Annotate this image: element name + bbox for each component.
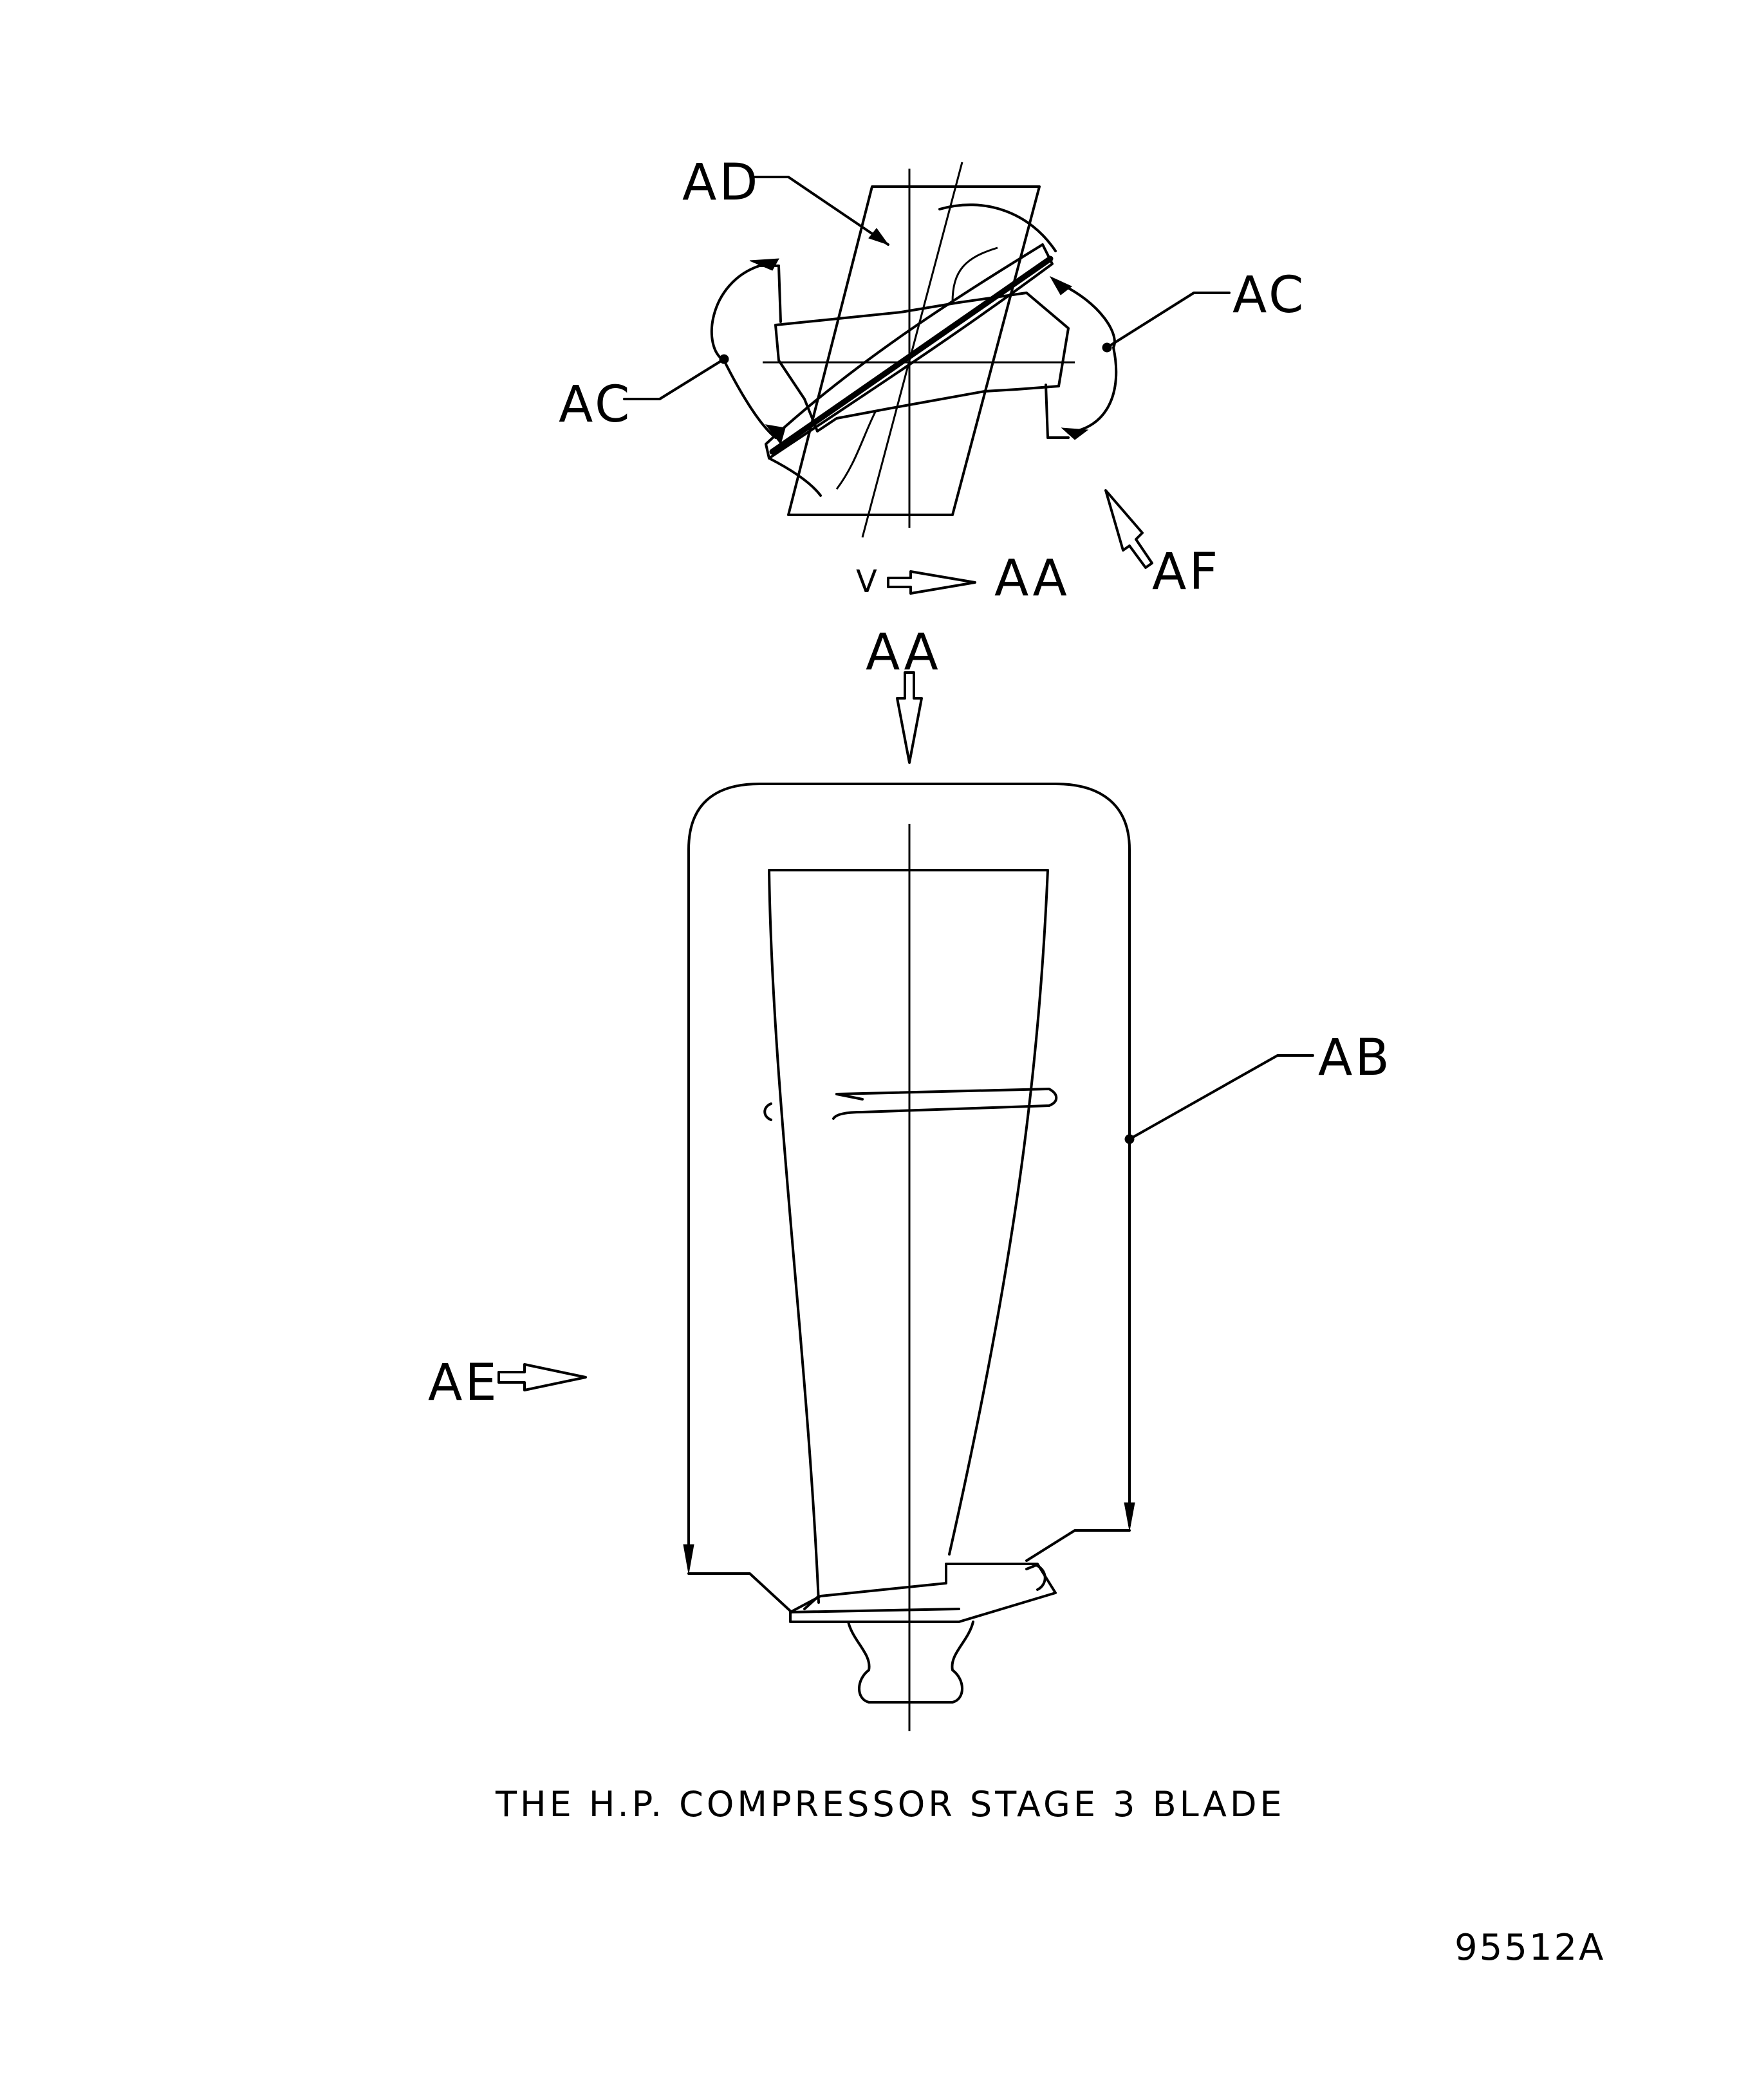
- label-aa-top: AA: [866, 624, 941, 682]
- span-bracket-right-arrowhead: [1124, 1502, 1135, 1531]
- tip-view-right-angle-arc: [1057, 282, 1118, 434]
- tip-view-airfoil-left-tail: [768, 457, 822, 497]
- ad-leader: [752, 176, 889, 246]
- label-ad: AD: [682, 154, 760, 212]
- tip-view-left-arc-arrowhead-bottom: [765, 424, 786, 445]
- blade-root: [847, 1621, 974, 1704]
- tip-view-stacking-line: [861, 162, 963, 538]
- blade-platform-lip: [1025, 1564, 1046, 1591]
- label-ac-right: AC: [1232, 266, 1306, 324]
- label-aa-side: AA: [994, 550, 1070, 608]
- tip-view-frame: [787, 185, 1041, 516]
- blade-airfoil-outline: [768, 869, 1049, 1604]
- ac-right-leader: [1106, 292, 1231, 349]
- span-bracket: [687, 783, 1131, 1568]
- span-bracket-right-foot: [1025, 1529, 1131, 1562]
- tip-view-platform-inner-curve-2: [835, 411, 877, 490]
- v-aa-arrow-icon: [887, 570, 976, 595]
- tip-view-airfoil-upper-arc: [938, 203, 1057, 252]
- af-arrow-icon: [1104, 489, 1153, 569]
- tip-view-right-arc-ref: [1045, 384, 1049, 439]
- ae-arrow-icon: [497, 1363, 587, 1391]
- label-ac-left: AC: [559, 376, 632, 434]
- blade-platform: [789, 1563, 1057, 1623]
- tip-view: [623, 162, 1231, 764]
- figure-caption: THE H.P. COMPRESSOR STAGE 3 BLADE: [495, 1784, 1285, 1825]
- label-ab: AB: [1318, 1029, 1392, 1087]
- tip-view-lower-platform: [774, 292, 1070, 432]
- blade-platform-top-edge: [789, 1608, 960, 1613]
- blade-leading-edge-mark: [763, 1102, 772, 1121]
- tip-view-airfoil-chord: [769, 256, 1054, 455]
- side-view: [683, 783, 1135, 1731]
- span-bracket-left-arrowhead: [683, 1544, 694, 1574]
- tip-view-airfoil: [765, 243, 1054, 460]
- tip-view-left-angle-arc: [710, 265, 777, 439]
- label-af: AF: [1152, 543, 1220, 601]
- ab-leader-dot: [1124, 1134, 1135, 1144]
- blade-midspan-feature: [832, 1088, 1058, 1120]
- aa-down-arrow-icon: [896, 671, 923, 764]
- blade-platform-left-bevel: [803, 1595, 820, 1610]
- tip-view-left-arc-arrowhead-top: [749, 258, 779, 271]
- ad-leader-arrowhead: [868, 228, 889, 245]
- label-ae: AE: [428, 1354, 499, 1412]
- span-bracket-left-foot: [687, 1572, 793, 1613]
- tip-view-right-arc-arrowhead-bottom: [1061, 427, 1089, 440]
- blade-midspan-feature-tip: [835, 1093, 864, 1101]
- tip-view-left-arc-ref-2: [777, 265, 782, 323]
- tip-view-platform-inner-curve: [951, 246, 998, 303]
- ac-right-leader-dot: [1102, 342, 1112, 353]
- figure-reference-number: 95512A: [1455, 1927, 1605, 1969]
- ac-left-leader: [623, 358, 725, 400]
- tip-view-right-arc-arrowhead-top: [1049, 275, 1072, 295]
- ab-leader: [1128, 1054, 1314, 1140]
- label-v: V: [856, 564, 877, 600]
- ac-left-leader-dot: [719, 354, 729, 364]
